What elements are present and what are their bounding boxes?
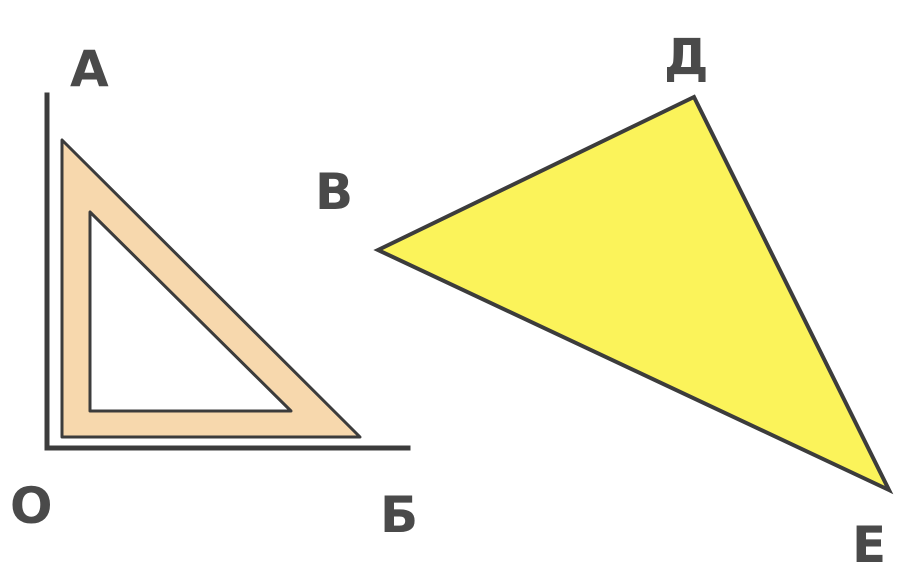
label-point-v: В (315, 163, 353, 221)
set-square (60, 138, 362, 439)
triangle-VDE-shape (373, 94, 894, 495)
label-point-d: Д (664, 28, 709, 86)
set-square-body (60, 138, 362, 439)
label-point-b: Б (380, 486, 418, 544)
label-point-e: Е (852, 516, 886, 570)
triangle-VDE (373, 94, 894, 495)
label-point-a: А (70, 40, 109, 98)
label-point-o: О (10, 477, 53, 535)
right-angle-AOB (44, 92, 411, 451)
